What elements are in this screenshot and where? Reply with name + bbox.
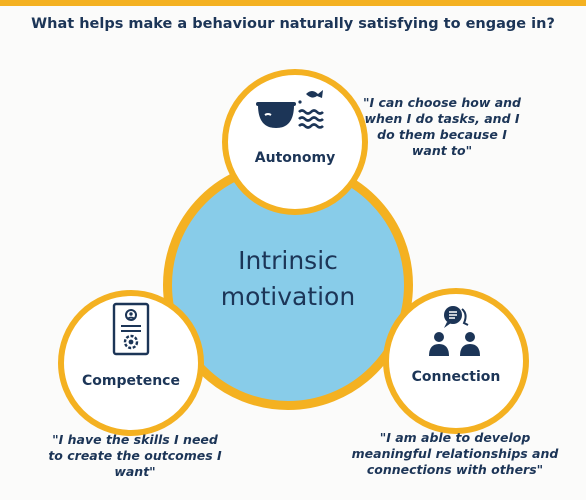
quote-line: "I can choose how and	[362, 95, 522, 110]
autonomy-quote: "I can choose how and when I do tasks, a…	[362, 95, 522, 159]
center-label-line2: motivation	[220, 282, 356, 311]
quote-line: want to"	[411, 143, 473, 158]
competence-label: Competence	[82, 373, 180, 389]
quote-line: meaningful relationships and	[351, 446, 559, 461]
quote-line: "I have the skills I need	[52, 432, 218, 447]
center-label: Intrinsic motivation	[163, 243, 413, 315]
people-chat-icon	[429, 306, 480, 356]
certificate-icon	[112, 302, 150, 356]
top-accent-bar	[0, 0, 586, 6]
quote-line: when I do tasks, and I	[364, 111, 520, 126]
quote-line: to create the outcomes I	[48, 448, 222, 463]
connection-label: Connection	[411, 369, 501, 385]
autonomy-circle	[222, 69, 368, 215]
page-title: What helps make a behaviour naturally sa…	[31, 16, 555, 32]
quote-line: connections with others"	[366, 462, 544, 477]
center-label-line1: Intrinsic	[238, 246, 338, 275]
fishbowl-icon	[256, 90, 324, 129]
quote-line: want"	[114, 464, 156, 479]
autonomy-label: Autonomy	[254, 150, 336, 166]
quote-line: do them because I	[377, 127, 507, 142]
quote-line: "I am able to develop	[379, 430, 531, 445]
competence-quote: "I have the skills I need to create the …	[28, 432, 242, 480]
connection-quote: "I am able to develop meaningful relatio…	[338, 430, 572, 478]
